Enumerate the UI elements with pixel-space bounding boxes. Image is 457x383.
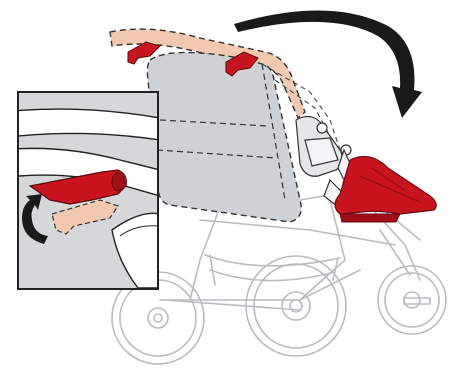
seat-back — [147, 52, 301, 222]
red-footrest — [335, 156, 436, 222]
front-wheel — [378, 266, 446, 334]
rear-wheel-right — [246, 256, 346, 356]
inset-detail-box — [0, 92, 160, 289]
